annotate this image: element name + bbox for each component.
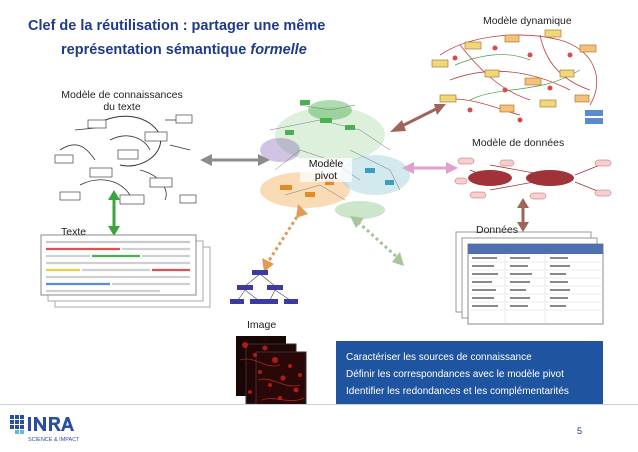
title-line-2: représentation sémantique formelle xyxy=(28,38,325,62)
callout-line-3: Identifier les redondances et les complé… xyxy=(346,386,569,397)
pink-double-arrow xyxy=(402,162,458,174)
knowledge-model-label: Modèle de connaissances du texte xyxy=(61,89,183,113)
slide-title: Clef de la réutilisation : partager une … xyxy=(28,14,325,62)
dynamic-model-label: Modèle dynamique xyxy=(483,15,572,27)
knowledge-model-diagram xyxy=(54,114,197,205)
page-number: 5 xyxy=(576,426,582,436)
sage-dotted-arrow xyxy=(350,216,404,266)
brown-double-arrow xyxy=(390,104,446,132)
callout-line-2: Définir les correspondances avec le modè… xyxy=(346,369,564,380)
title-line-2-prefix: représentation sémantique xyxy=(61,42,251,58)
objectives-callout: Caractériser les sources de connaissance… xyxy=(336,341,603,405)
pivot-model-label: Modèle pivot xyxy=(300,158,352,182)
slide-footer xyxy=(0,404,638,452)
image-label: Image xyxy=(247,319,277,331)
logo-subtext: SCIENCE & IMPACT xyxy=(28,437,80,443)
inra-logo: SCIENCE & IMPACT xyxy=(10,411,95,445)
data-table-stack xyxy=(455,231,604,325)
image-tree-diagram xyxy=(230,270,298,304)
data-label: Données xyxy=(476,224,519,236)
inra-logo-graphic: SCIENCE & IMPACT xyxy=(10,415,80,443)
green-double-arrow xyxy=(108,190,120,236)
title-line-1: Clef de la réutilisation : partager une … xyxy=(28,18,326,34)
gray-double-arrow xyxy=(200,154,270,166)
orange-dotted-arrow xyxy=(262,204,308,272)
text-documents-stack xyxy=(40,234,211,308)
callout-line-1: Caractériser les sources de connaissance xyxy=(346,352,532,363)
microscopy-images xyxy=(236,336,307,409)
data-model-label: Modèle de données xyxy=(472,137,565,149)
dynamic-model-diagram xyxy=(431,29,603,124)
data-model-diagram xyxy=(454,157,612,200)
text-label: Texte xyxy=(61,226,87,238)
brown-vertical-arrow xyxy=(517,198,529,232)
title-emphasis: formelle xyxy=(250,42,307,58)
